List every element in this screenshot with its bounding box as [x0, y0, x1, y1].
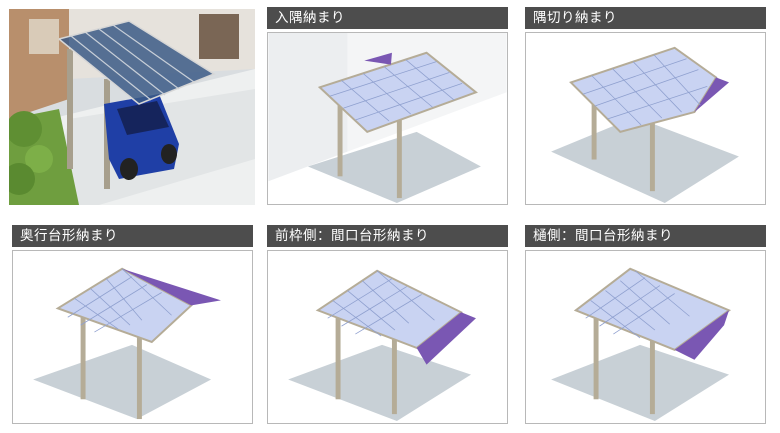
carport-photo [9, 9, 255, 205]
panel-irisumi: 入隅納まり [267, 7, 508, 205]
panel-title: 奥行台形納まり [12, 225, 253, 247]
diagram-box [12, 250, 253, 424]
panel-title: 入隅納まり [267, 7, 508, 29]
diagram-box [267, 250, 508, 424]
carport-diagram [551, 267, 732, 422]
panel-title: 樋側：間口台形納まり [525, 225, 766, 247]
diagram-box [525, 32, 766, 205]
carport-diagram [33, 267, 221, 420]
diagram-box [525, 250, 766, 424]
panel-sumikiri: 隅切り納まり [525, 7, 766, 205]
carport-diagram [551, 46, 739, 204]
panel-title: 隅切り納まり [525, 7, 766, 29]
panel-maewaku: 前枠側：間口台形納まり [267, 225, 508, 424]
panel-okuyuki: 奥行台形納まり [12, 225, 253, 424]
diagram-box [267, 32, 508, 205]
panel-toi: 樋側：間口台形納まり [525, 225, 766, 424]
carport-diagram [288, 269, 476, 422]
carport-diagram [268, 33, 507, 204]
panel-title: 前枠側：間口台形納まり [267, 225, 508, 247]
